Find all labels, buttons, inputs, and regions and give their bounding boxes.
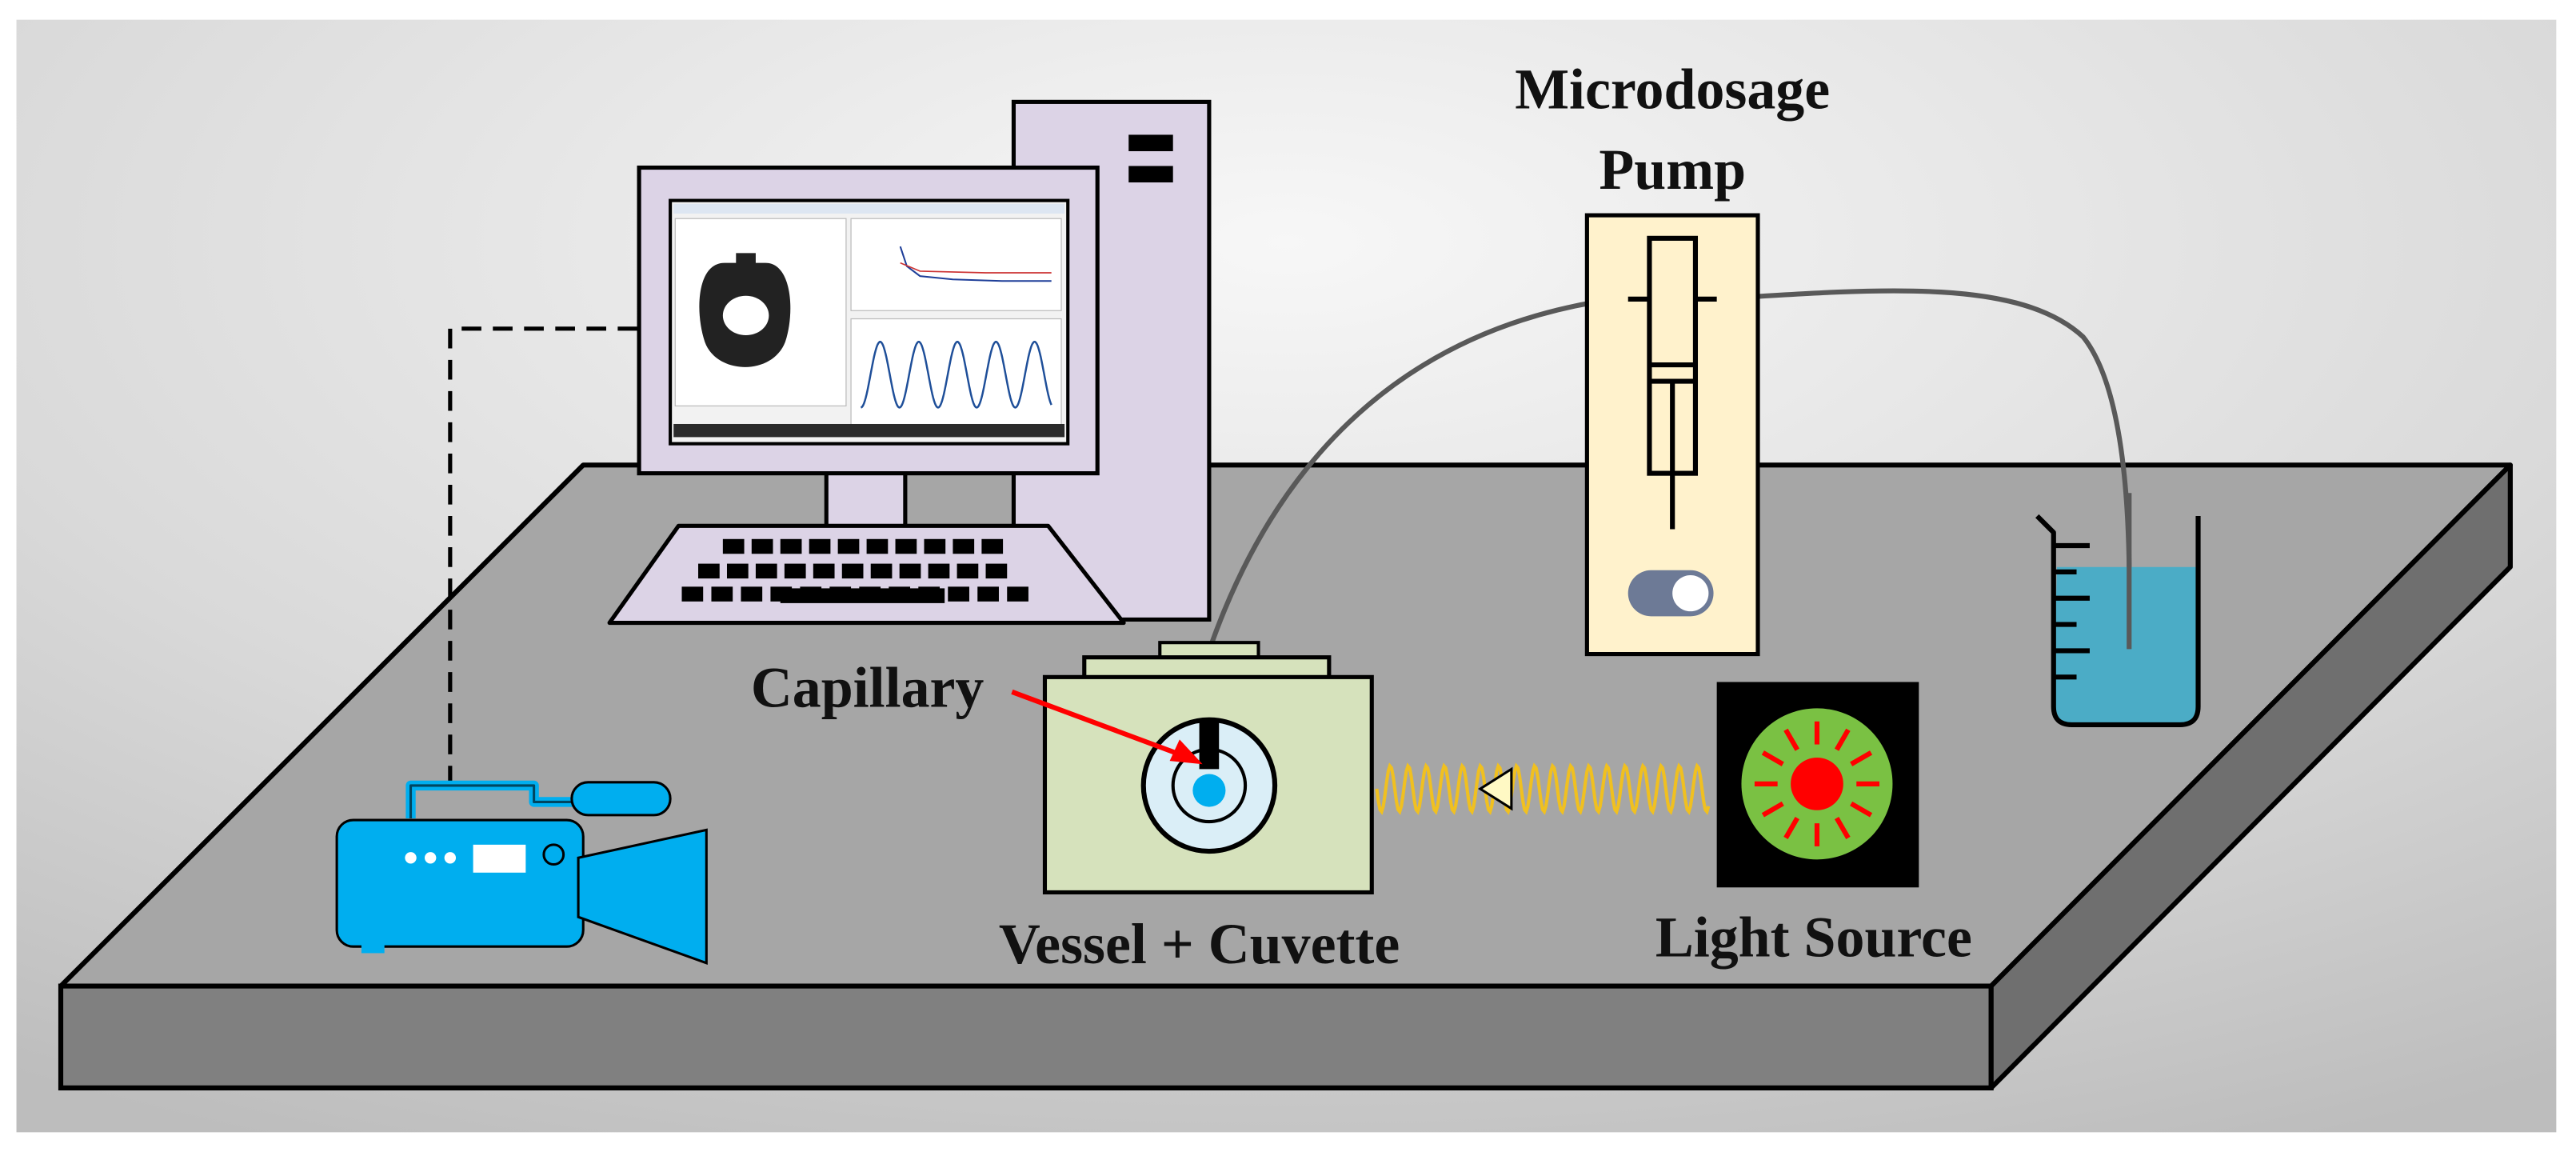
light-beam-wave (1375, 762, 1711, 815)
camera-led (444, 852, 457, 864)
light-beam-arrowhead (1477, 766, 1513, 811)
keyboard-key (924, 538, 946, 554)
keyboard-key (726, 563, 749, 579)
keyboard-key (895, 538, 917, 554)
light-ray (1850, 801, 1873, 818)
light-ray (1783, 728, 1799, 751)
keyboard-key (1007, 586, 1028, 602)
keyboard-key (741, 586, 763, 602)
capillary-label: Capillary (751, 655, 984, 719)
keyboard-key (953, 538, 975, 554)
keyboard-key (755, 563, 777, 579)
monitor-stand (824, 469, 908, 534)
beaker-scale (2053, 542, 2090, 680)
camera-body (335, 818, 585, 948)
keyboard-key (948, 586, 969, 602)
computer-icon (607, 99, 1212, 626)
beaker-icon (2035, 514, 2201, 727)
tower-drive-slot (1128, 166, 1173, 183)
keyboard-keys (681, 538, 1028, 603)
light-ray (1834, 728, 1851, 751)
capillary-arrow (1011, 689, 1180, 757)
table-side (1988, 462, 2513, 1090)
light-ray (1850, 750, 1873, 766)
plot-panel-bottom (850, 318, 1062, 428)
keyboard-key (977, 586, 999, 602)
capillary-tube (1199, 719, 1220, 770)
keyboard-key (985, 563, 1008, 579)
camera-led (425, 852, 437, 864)
vessel-icon (1042, 641, 1374, 895)
keyboard-key (722, 538, 745, 554)
keyboard-key (698, 563, 720, 579)
camera-lens (577, 828, 708, 965)
camera-handle-outline (409, 784, 584, 818)
light-core (1791, 757, 1843, 810)
keyboard-key (981, 538, 1004, 554)
light-ray (1761, 801, 1784, 818)
pump-label-line1: Microdosage (1515, 58, 1830, 122)
light-source-label: Light Source (1655, 906, 1972, 970)
keyboard-key (780, 538, 802, 554)
needle-tip (736, 253, 756, 266)
table-front (58, 983, 1994, 1090)
pendant-drop (1192, 774, 1226, 807)
camera-button (542, 843, 565, 866)
keyboard-key (837, 538, 860, 554)
vessel-label: Vessel + Cuvette (999, 912, 1400, 976)
light-ray (1834, 817, 1851, 839)
light-ray (1761, 750, 1784, 766)
toggle-knob (1672, 574, 1709, 612)
camera-led (405, 852, 417, 864)
tower-drive-slot (1128, 134, 1173, 151)
camera-display (473, 844, 526, 873)
keyboard-key (813, 563, 835, 579)
camera-cable (448, 326, 641, 786)
beaker-outline (2035, 514, 2201, 727)
keyboard-key (841, 563, 864, 579)
taskbar (673, 423, 1065, 438)
keyboard-key (809, 538, 831, 554)
keyboard-key (711, 586, 733, 602)
syringe-pump-icon (1584, 213, 1760, 657)
camera-microphone (570, 781, 672, 817)
keyboard-spacebar (780, 588, 945, 603)
camera-icon (335, 780, 708, 965)
keyboard-key (681, 586, 704, 602)
keyboard-key (866, 538, 889, 554)
keyboard-key (957, 563, 979, 579)
keyboard-key (751, 538, 773, 554)
drop-highlight (722, 295, 769, 336)
camera-foot (361, 943, 385, 954)
light-source-icon (1716, 682, 1919, 888)
keyboard-key (899, 563, 921, 579)
keyboard-key (870, 563, 893, 579)
light-ray (1783, 817, 1799, 839)
tubing-left (1208, 293, 1643, 647)
tension-curve (899, 246, 1052, 282)
beaker-liquid (2053, 566, 2199, 725)
plot-panel-top (850, 218, 1062, 311)
keyboard-key (784, 563, 806, 579)
light-rays (1754, 721, 1880, 846)
capillary-arrowhead (1169, 739, 1203, 765)
pump-label-line2: Pump (1599, 138, 1746, 202)
oscillation-curve (860, 341, 1052, 409)
software-toolbar (673, 203, 1065, 214)
reference-curve (900, 262, 1052, 274)
keyboard-key (928, 563, 950, 579)
